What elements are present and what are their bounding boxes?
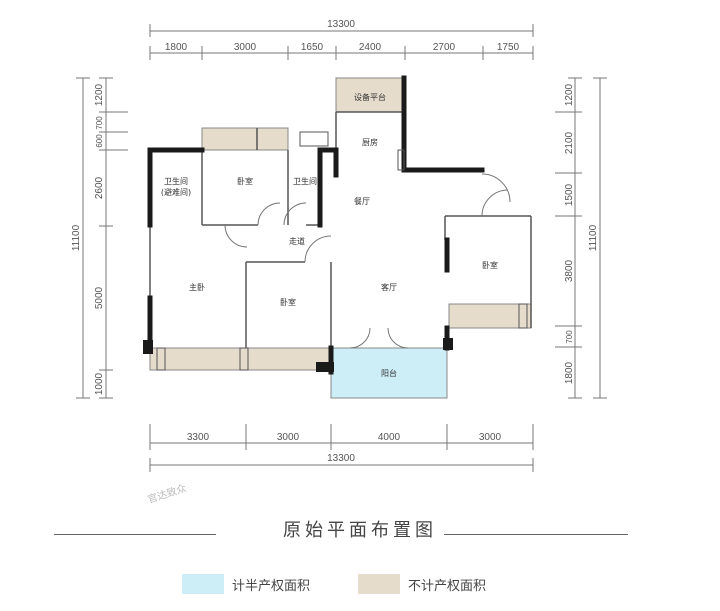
left-dimensions — [76, 77, 128, 399]
watermark: 官达致众 — [146, 481, 188, 506]
top-total-dimension: 13300 — [327, 19, 355, 30]
room-label-equipment-platform: 设备平台 — [354, 92, 386, 102]
left-dimension: 5000 — [94, 286, 105, 309]
right-dimension: 2100 — [564, 131, 575, 154]
kitchen-counter — [397, 149, 405, 171]
bottom-total-dimension: 13300 — [327, 453, 355, 464]
legend-item-half-area: 计半产权面积 — [182, 574, 310, 594]
room-label-living-room: 客厅 — [381, 282, 397, 292]
door-swings — [224, 173, 511, 349]
legend-swatch — [358, 574, 400, 594]
balcony-area — [330, 347, 448, 399]
plan-caption: 原始平面布置图 — [283, 520, 437, 541]
bottom-dimension: 3000 — [479, 432, 502, 443]
bay-window-frame — [239, 347, 249, 371]
washbasin-fixture — [299, 131, 329, 147]
left-dimension: 1200 — [94, 83, 105, 106]
bay-window-frame — [518, 303, 528, 329]
room-label-bathroom: 卫生间 — [293, 176, 317, 186]
room-label-bedroom-top: 卧室 — [237, 176, 253, 186]
bottom-dimension: 3000 — [277, 432, 300, 443]
wall-column — [443, 338, 453, 350]
room-label-bedroom-middle: 卧室 — [280, 297, 296, 307]
left-dimension: 600 — [95, 134, 104, 148]
room-label-corridor: 走道 — [289, 236, 305, 246]
wall-column — [143, 340, 153, 354]
top-dimension: 1750 — [497, 42, 520, 53]
left-dimension: 1000 — [94, 372, 105, 395]
right-dimension: 1200 — [564, 83, 575, 106]
room-label-dining: 餐厅 — [354, 197, 370, 206]
room-label-bedroom-right: 卧室 — [482, 260, 498, 270]
bottom-dimensions — [149, 424, 534, 472]
legend-label: 不计产权面积 — [408, 578, 487, 594]
equipment-platform-area — [335, 77, 405, 113]
right-dimension: 1500 — [564, 183, 575, 206]
top-dimensions — [149, 24, 534, 60]
top-dimension: 3000 — [234, 42, 257, 53]
top-dimension: 1800 — [165, 42, 188, 53]
wall-column — [316, 362, 334, 372]
bottom-dimension: 3300 — [187, 432, 210, 443]
legend-item-excluded-area: 不计产权面积 — [358, 574, 486, 594]
legend-swatch — [182, 574, 224, 594]
right-dimension: 3800 — [564, 259, 575, 282]
right-bay-window-area — [448, 303, 532, 329]
bay-window-frame — [156, 347, 166, 371]
right-total-dimension: 11100 — [588, 224, 599, 251]
left-total-dimension: 11100 — [71, 224, 82, 251]
right-dimension: 700 — [565, 330, 574, 344]
left-dimension: 2600 — [94, 176, 105, 199]
right-dimensions — [555, 77, 607, 399]
top-dimension: 2400 — [359, 42, 382, 53]
legend-label: 计半产权面积 — [232, 578, 311, 594]
top-bay-window-area — [201, 127, 289, 151]
room-label-master-bedroom: 主卧 — [189, 282, 205, 292]
top-dimension: 2700 — [433, 42, 456, 53]
top-dimension: 1650 — [301, 42, 324, 53]
caption-rule-left — [54, 534, 216, 535]
room-label-bathroom-refuge: 卫生间 — [164, 176, 188, 186]
bottom-dimension: 4000 — [378, 432, 401, 443]
room-label-bathroom-refuge-note: (避难间) — [161, 187, 191, 197]
right-dimension: 1800 — [564, 361, 575, 384]
room-label-kitchen: 厨房 — [362, 137, 378, 147]
left-dimension: 700 — [95, 116, 104, 130]
caption-rule-right — [444, 534, 628, 535]
room-label-balcony: 阳台 — [381, 368, 397, 378]
